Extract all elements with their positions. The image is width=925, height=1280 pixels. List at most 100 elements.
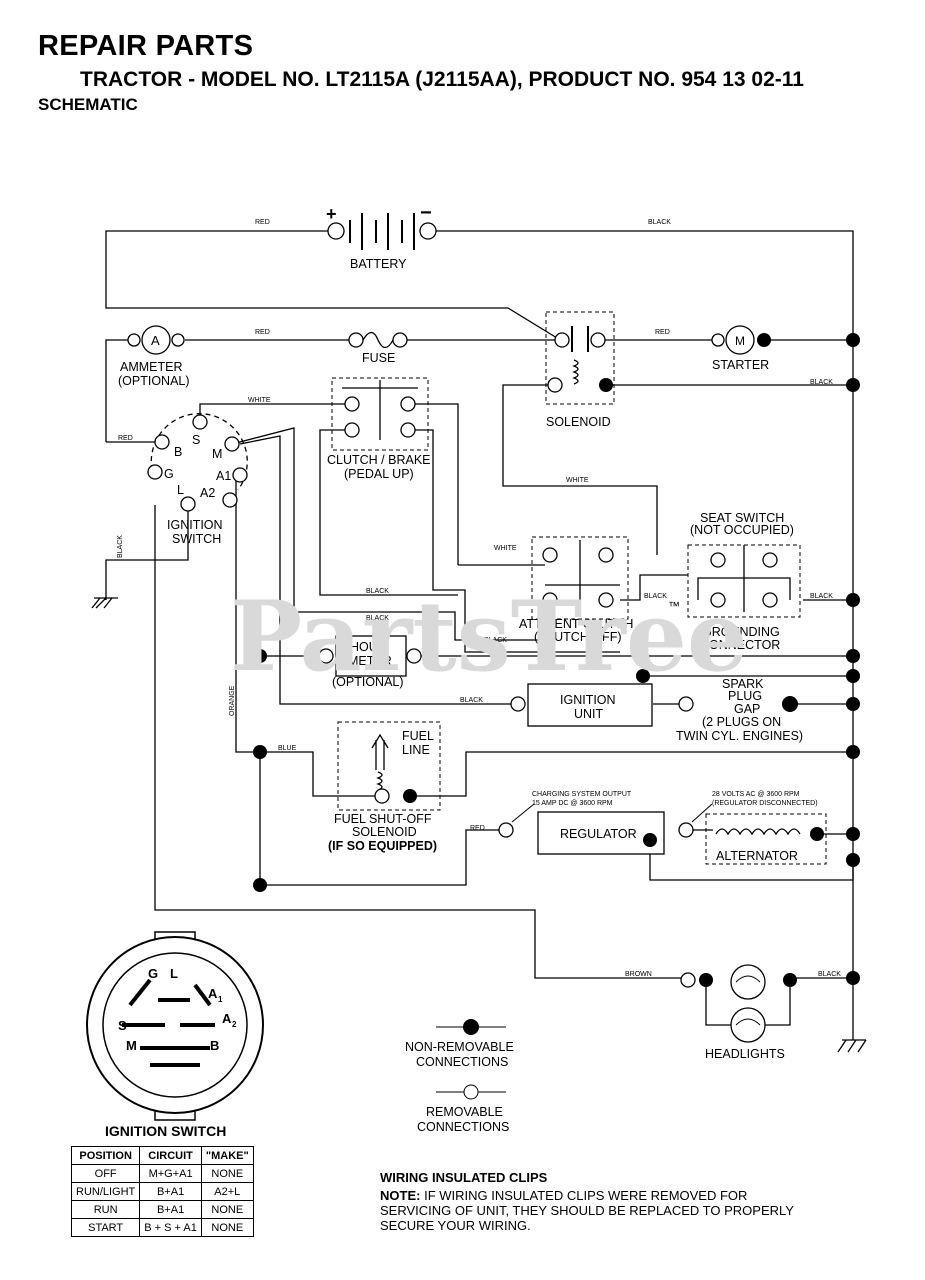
svg-text:BLACK: BLACK: [818, 971, 841, 978]
svg-text:BLACK: BLACK: [484, 637, 507, 644]
svg-text:BLACK: BLACK: [366, 615, 389, 622]
svg-text:RED: RED: [255, 329, 270, 336]
svg-text:WHITE: WHITE: [494, 545, 517, 552]
hour-meter: HOUR METER (OPTIONAL): [318, 635, 422, 689]
svg-text:L: L: [170, 966, 178, 981]
svg-text:SEAT SWITCH: SEAT SWITCH: [700, 511, 784, 525]
table-header: "MAKE": [200, 1146, 254, 1165]
alternator: ALTERNATOR 28 VOLTS AC @ 3600 RPM (REGUL…: [691, 791, 827, 865]
svg-text:FUEL SHUT-OFF: FUEL SHUT-OFF: [334, 812, 432, 826]
clips-title: WIRING INSULATED CLIPS: [380, 1170, 548, 1185]
wire-ignition-g-ground: [105, 504, 189, 600]
svg-text:(PEDAL UP): (PEDAL UP): [344, 467, 414, 481]
svg-text:(REGULATOR DISCONNECTED): (REGULATOR DISCONNECTED): [712, 800, 818, 807]
wire-headlights-brown: [154, 505, 688, 979]
section-title: SCHEMATIC: [38, 95, 138, 114]
svg-text:CONNECTIONS: CONNECTIONS: [416, 1055, 508, 1069]
svg-text:ORANGE: ORANGE: [229, 685, 236, 716]
svg-text:REMOVABLE: REMOVABLE: [426, 1105, 503, 1119]
svg-text:GROUNDING: GROUNDING: [702, 625, 780, 639]
svg-text:B: B: [210, 1038, 219, 1053]
svg-text:L: L: [177, 483, 184, 497]
svg-text:SOLENOID: SOLENOID: [352, 825, 417, 839]
wire-ignition-b-red: [105, 339, 128, 442]
svg-text:(CLUTCH OFF): (CLUTCH OFF): [534, 630, 622, 644]
svg-text:BLACK: BLACK: [810, 593, 833, 600]
svg-text:ATT'MENT CLUTCH: ATT'MENT CLUTCH: [519, 617, 633, 631]
svg-text:S: S: [118, 1018, 127, 1033]
svg-text:IGNITION: IGNITION: [560, 693, 616, 707]
wire-battery-black-ground-bus: [430, 230, 854, 1040]
svg-text:BROWN: BROWN: [625, 971, 652, 978]
svg-text:A: A: [222, 1011, 232, 1026]
ground-symbol: [837, 1039, 867, 1053]
wire-ignition-s-white: [199, 403, 352, 420]
svg-text:(IF SO EQUIPPED): (IF SO EQUIPPED): [328, 839, 437, 853]
svg-text:FUEL: FUEL: [402, 729, 434, 743]
svg-text:SWITCH: SWITCH: [172, 532, 221, 546]
svg-text:A: A: [208, 986, 218, 1001]
table-row: OFF M+G+A1 NONE: [70, 1164, 254, 1183]
svg-text:WHITE: WHITE: [566, 477, 589, 484]
svg-text:A2: A2: [200, 486, 215, 500]
svg-text:M: M: [212, 447, 222, 461]
battery-label: BATTERY: [350, 257, 407, 271]
svg-text:(NOT OCCUPIED): (NOT OCCUPIED): [690, 523, 794, 537]
svg-text:B: B: [174, 445, 182, 459]
svg-text:CHARGING SYSTEM OUTPUT: CHARGING SYSTEM OUTPUT: [532, 791, 632, 798]
svg-text:BLACK: BLACK: [460, 697, 483, 704]
svg-text:2: 2: [232, 1020, 237, 1029]
ammeter: A AMMETER (OPTIONAL): [118, 325, 190, 388]
ground-symbol: [91, 597, 118, 609]
junction-dots: [253, 333, 860, 985]
svg-text:CONNECTOR: CONNECTOR: [700, 638, 780, 652]
svg-text:G: G: [164, 467, 174, 481]
clutch-brake-switch: CLUTCH / BRAKE (PEDAL UP): [327, 377, 431, 481]
svg-text:−: −: [420, 202, 432, 224]
svg-text:REGULATOR: REGULATOR: [560, 827, 637, 841]
svg-text:METER: METER: [348, 654, 392, 668]
table-row: RUN/LIGHT B+A1 A2+L: [70, 1182, 254, 1201]
ignition-position-table: POSITION CIRCUIT "MAKE" OFF M+G+A1 NONE …: [70, 1146, 254, 1237]
page-title: REPAIR PARTS: [38, 30, 254, 62]
wire-battery-red: [105, 230, 558, 339]
svg-text:STARTER: STARTER: [712, 358, 769, 372]
svg-text:1: 1: [218, 995, 223, 1004]
svg-text:+: +: [326, 204, 337, 224]
svg-text:PLUG: PLUG: [728, 689, 762, 703]
svg-text:G: G: [148, 966, 158, 981]
svg-text:SOLENOID: SOLENOID: [546, 415, 611, 429]
table-row: RUN B+A1 NONE: [70, 1200, 254, 1219]
svg-text:HEADLIGHTS: HEADLIGHTS: [705, 1047, 785, 1061]
svg-text:28 VOLTS AC @ 3600 RPM: 28 VOLTS AC @ 3600 RPM: [712, 791, 800, 798]
svg-text:BLUE: BLUE: [278, 745, 297, 752]
svg-text:BLACK: BLACK: [366, 588, 389, 595]
fuse: FUSE: [348, 331, 408, 365]
headlights: HEADLIGHTS: [680, 964, 797, 1061]
svg-text:TWIN CYL. ENGINES): TWIN CYL. ENGINES): [676, 729, 803, 743]
page-subtitle: TRACTOR - MODEL NO. LT2115A (J2115AA), P…: [80, 68, 804, 91]
seat-switch: SEAT SWITCH (NOT OCCUPIED) GROUNDING CON…: [687, 511, 801, 652]
svg-text:RED: RED: [655, 329, 670, 336]
svg-text:UNIT: UNIT: [574, 707, 604, 721]
watermark: PartsTree: [230, 580, 748, 693]
table-row: START B + S + A1 NONE: [70, 1218, 254, 1237]
attachment-clutch-switch: ATT'MENT CLUTCH (CLUTCH OFF): [519, 536, 633, 644]
svg-text:IGNITION: IGNITION: [167, 518, 223, 532]
svg-text:WHITE: WHITE: [248, 397, 271, 404]
wire-white-seat: [502, 384, 658, 555]
svg-text:AMMETER: AMMETER: [120, 360, 183, 374]
svg-text:RED: RED: [118, 435, 133, 442]
note-label: NOTE:: [380, 1188, 421, 1203]
table-header: POSITION: [70, 1146, 141, 1165]
svg-text:M: M: [735, 334, 745, 348]
svg-text:ALTERNATOR: ALTERNATOR: [716, 849, 798, 863]
svg-text:BLACK: BLACK: [117, 535, 124, 558]
battery: + − BATTERY: [326, 202, 437, 271]
ignition-switch-face: G L A 1 S A 2 M B: [86, 931, 264, 1121]
svg-text:(OPTIONAL): (OPTIONAL): [332, 675, 404, 689]
wire-orange-blue: [235, 470, 376, 797]
svg-text:LINE: LINE: [402, 743, 430, 757]
svg-text:GAP: GAP: [734, 702, 760, 716]
